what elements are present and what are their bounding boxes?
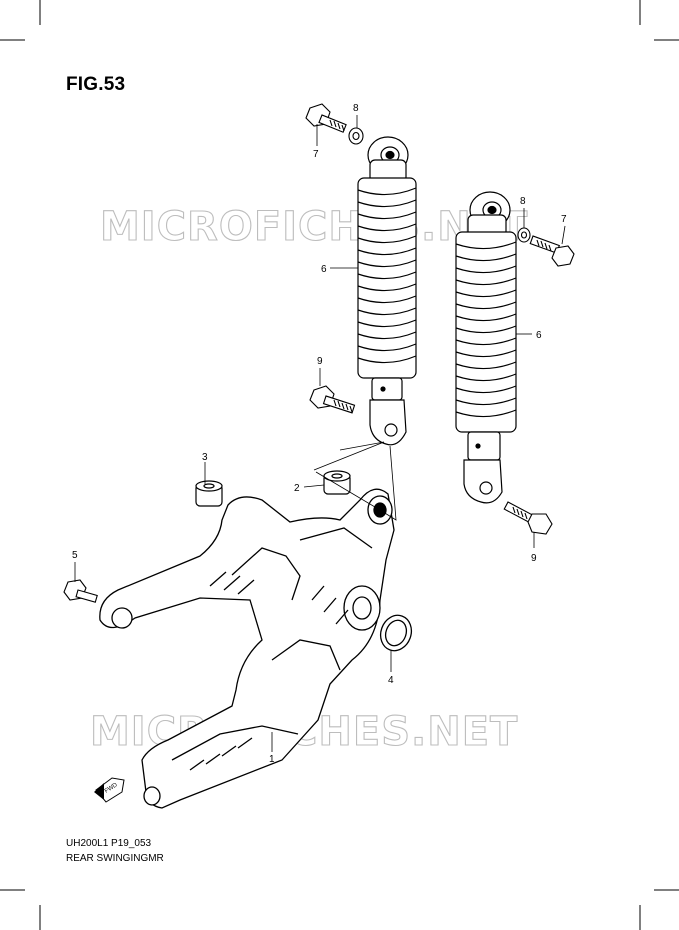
callout-numbers: 7 8 6 9 3 2 5 8 7 6 9 4 1 — [72, 103, 567, 765]
bolt-7-left — [305, 103, 347, 133]
figure-title: FIG.53 — [66, 74, 126, 95]
callout-9a: 9 — [317, 356, 323, 367]
callout-9b: 9 — [531, 553, 537, 564]
collar-2 — [323, 470, 351, 495]
callout-8b: 8 — [520, 196, 526, 207]
callout-5: 5 — [72, 550, 78, 561]
oil-seal-4 — [379, 614, 413, 652]
bolt-7-right — [529, 235, 575, 267]
forward-direction-arrow: FWD — [94, 777, 125, 803]
callout-3: 3 — [202, 452, 208, 463]
bolt-5 — [63, 579, 98, 603]
bolt-9-upper — [309, 385, 356, 414]
washer-8-left — [348, 127, 364, 145]
callout-7a: 7 — [313, 149, 319, 160]
figure-code: UH200L1 P19_053 — [66, 838, 152, 849]
callout-4: 4 — [388, 675, 394, 686]
callout-1: 1 — [269, 754, 275, 765]
callout-2: 2 — [294, 483, 300, 494]
rear-shock-absorber-left — [357, 136, 417, 446]
callout-8a: 8 — [353, 103, 359, 114]
callout-6a: 6 — [321, 264, 327, 275]
bolt-9-lower — [503, 501, 553, 535]
leader-lines — [74, 115, 566, 752]
callout-7b: 7 — [561, 214, 567, 225]
callout-6b: 6 — [536, 330, 542, 341]
figure-name: REAR SWINGINGMR — [66, 853, 164, 864]
washer-8-right — [517, 227, 531, 243]
rear-shock-absorber-right — [455, 191, 517, 504]
spacer-3 — [195, 480, 223, 507]
rear-swingarm-1 — [99, 488, 395, 809]
